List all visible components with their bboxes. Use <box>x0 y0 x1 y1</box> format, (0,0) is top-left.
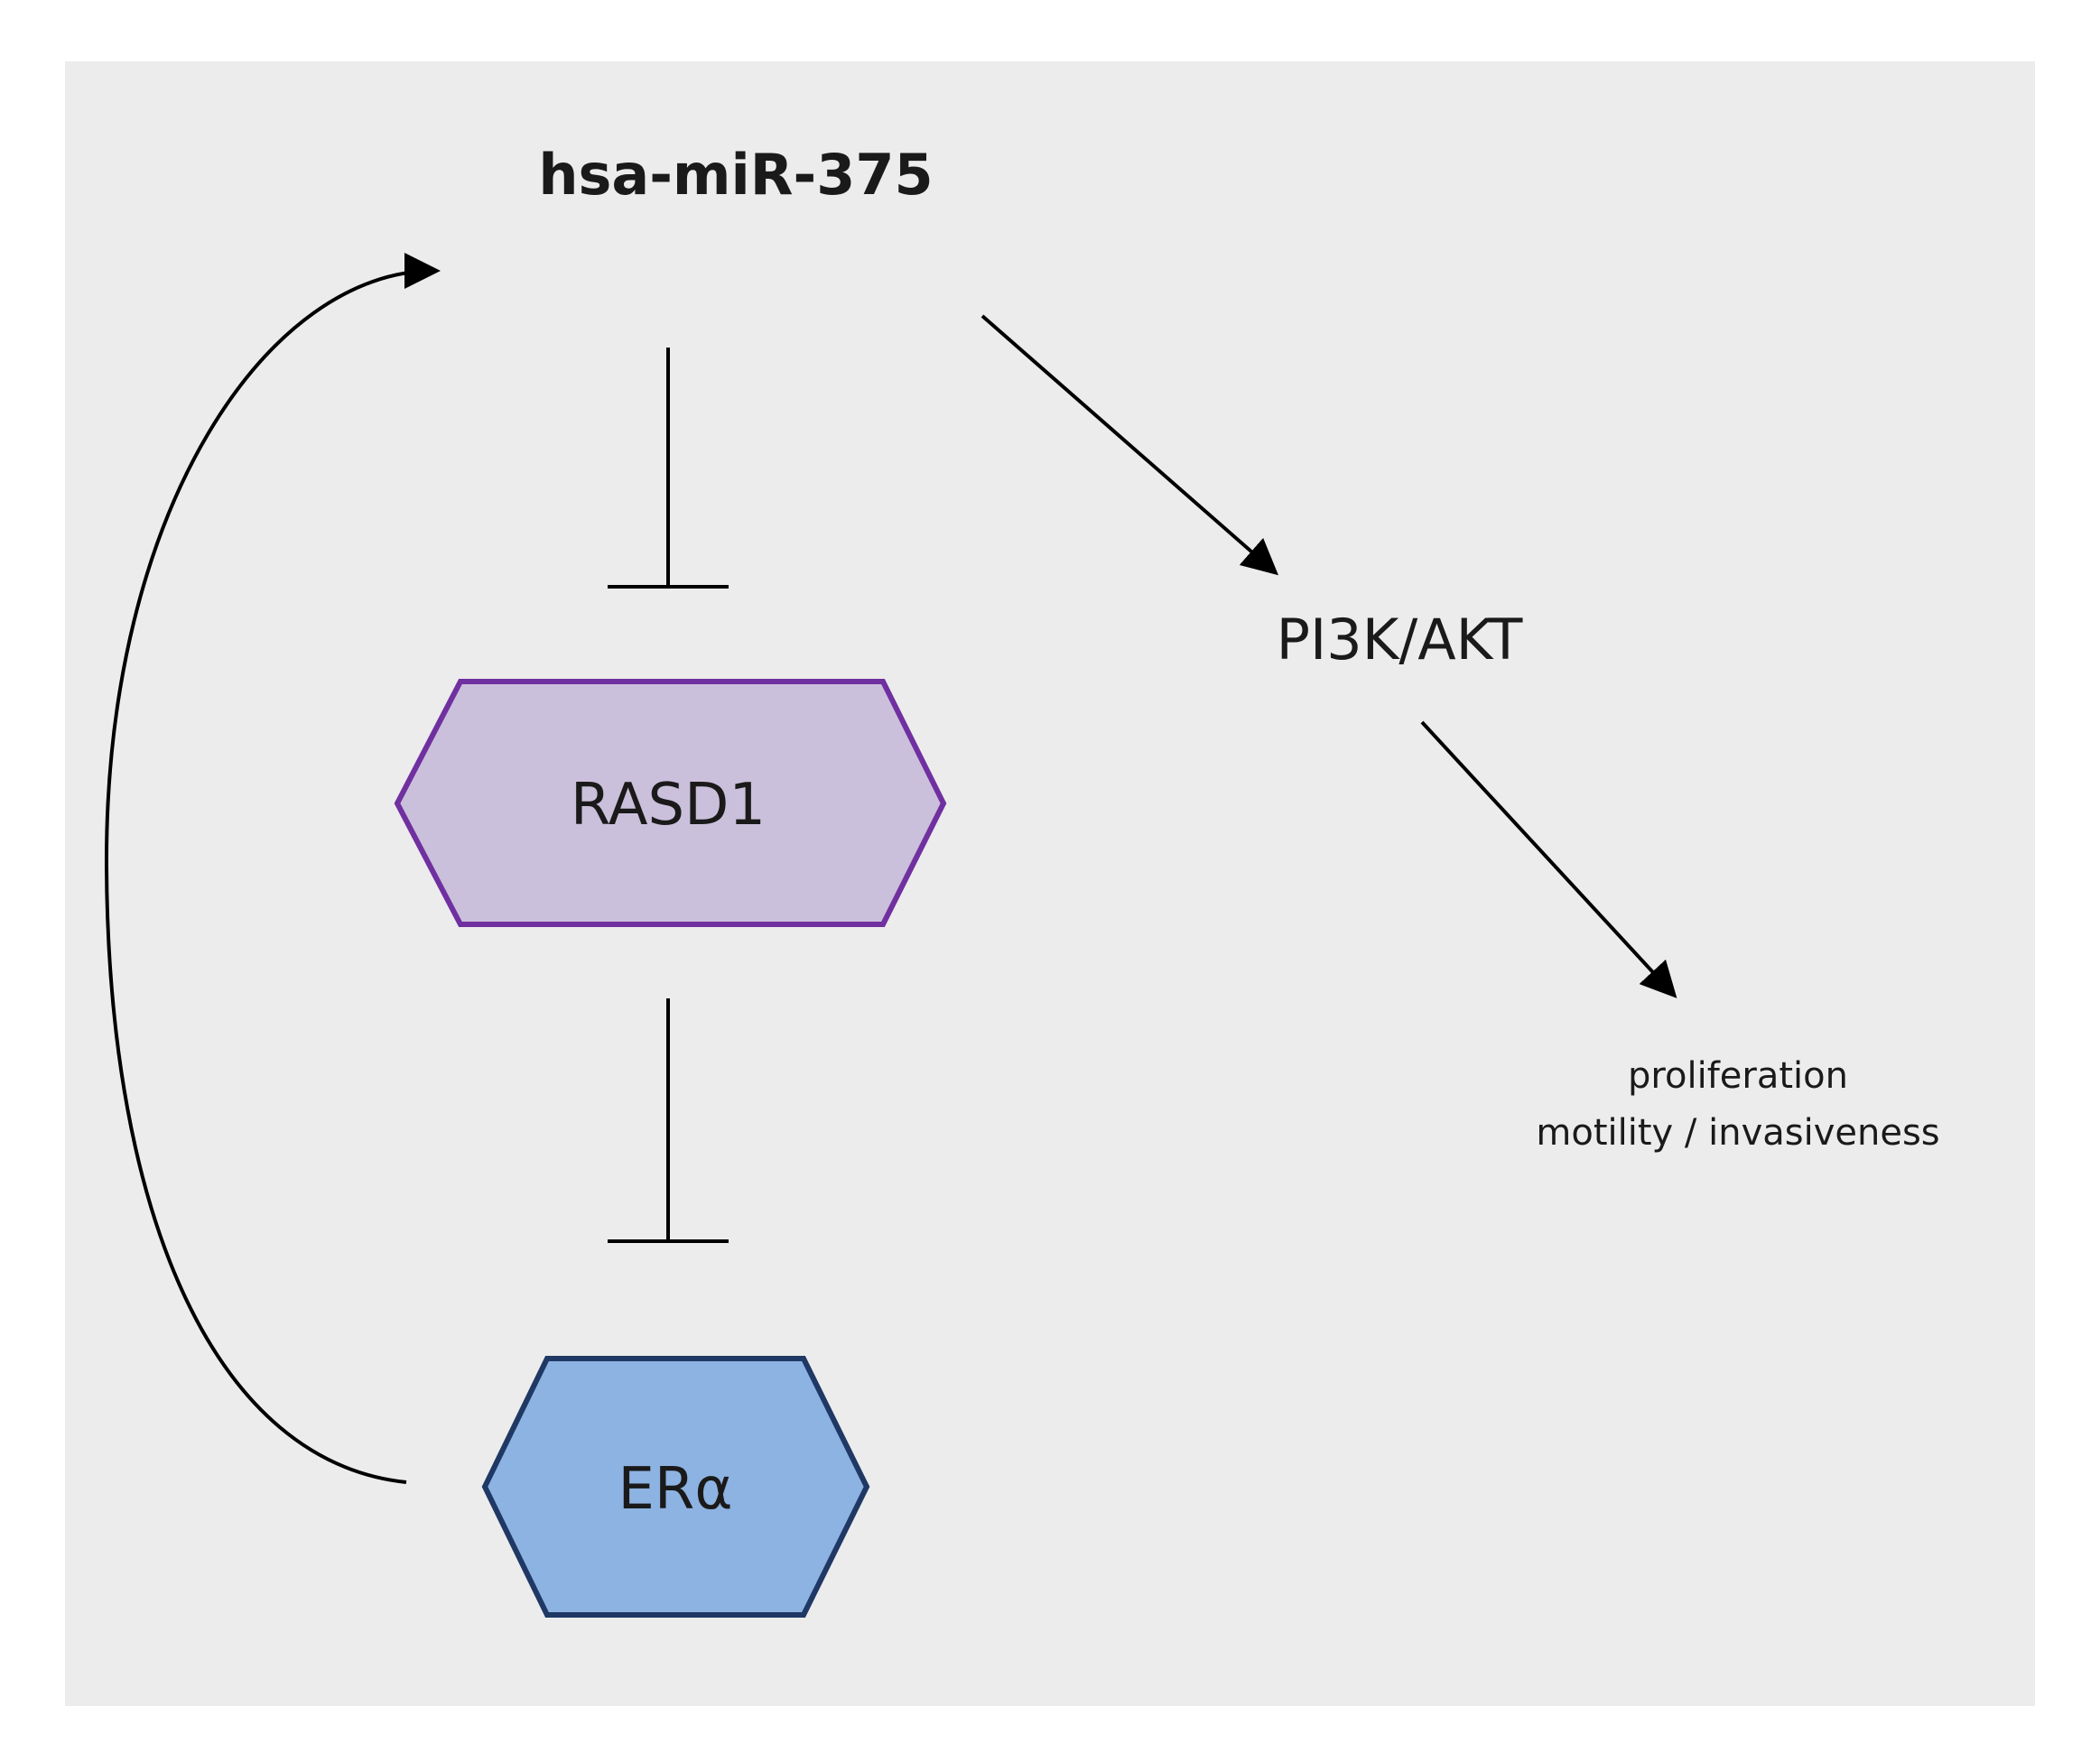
outcome-label-proliferation: proliferation <box>1628 1055 1848 1097</box>
era-node: ERα <box>481 1356 870 1618</box>
diagram-panel <box>65 61 2035 1706</box>
inhibition-mirna-to-rasd1 <box>608 348 729 589</box>
outcome-label-motility: motility / invasiveness <box>1536 1112 1939 1154</box>
activation-mirna-to-pi3k <box>980 314 1279 576</box>
era-label: ERα <box>618 1456 732 1523</box>
pi3k-akt-label: PI3K/AKT <box>1277 607 1524 673</box>
activation-pi3k-to-outcome <box>1420 720 1677 998</box>
inhibition-rasd1-to-era <box>608 998 729 1243</box>
mirna-label: hsa-miR-375 <box>538 142 933 208</box>
activation-era-to-mirna <box>104 253 441 1484</box>
rasd1-label: RASD1 <box>571 772 766 839</box>
rasd1-node: RASD1 <box>394 679 947 927</box>
